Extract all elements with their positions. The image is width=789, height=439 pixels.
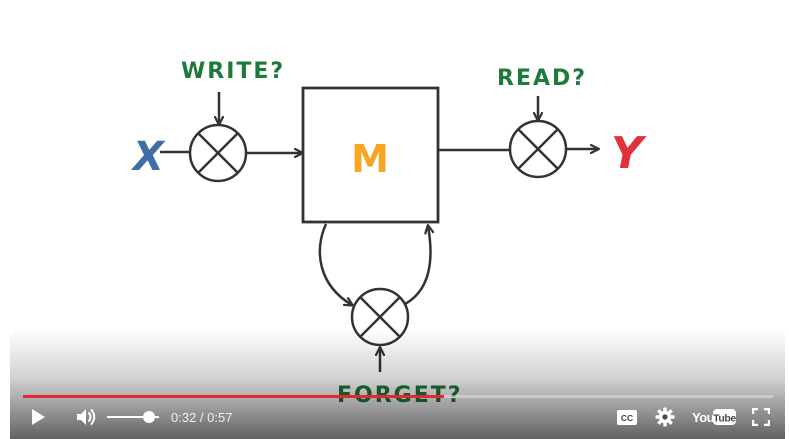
forget-loop-in [318, 223, 352, 305]
fullscreen-button[interactable] [749, 402, 773, 432]
progress-played [23, 395, 444, 398]
youtube-logo-you: You [692, 410, 715, 425]
settings-button[interactable] [653, 402, 677, 432]
captions-button[interactable]: CC [615, 402, 639, 432]
gear-icon [655, 407, 675, 427]
control-bar: 0:32 / 0:57 CC [23, 402, 773, 432]
input-label: X [130, 134, 166, 180]
progress-bar[interactable] [23, 395, 773, 398]
youtube-logo-tube: Tube [713, 413, 736, 425]
read-gate [508, 119, 568, 179]
fullscreen-icon [752, 408, 770, 426]
play-icon [32, 409, 45, 425]
memory-box [301, 86, 440, 224]
memory-label: M [351, 137, 389, 181]
volume-handle[interactable] [143, 411, 155, 423]
current-time: 0:32 [171, 409, 197, 425]
cc-icon: CC [617, 409, 637, 425]
youtube-logo: You Tube [692, 409, 736, 425]
time-separator: / [196, 409, 208, 425]
write-gate [188, 123, 248, 183]
play-button[interactable] [23, 402, 53, 432]
volume-icon [77, 409, 96, 425]
forget-gate [350, 287, 410, 347]
volume-button[interactable] [73, 402, 101, 432]
volume-slider[interactable] [107, 410, 159, 424]
output-label: Y [611, 128, 647, 179]
cc-icon-text: CC [621, 413, 633, 423]
duration: 0:57 [207, 409, 233, 425]
forget-loop-out [404, 226, 430, 306]
youtube-button[interactable]: You Tube [691, 402, 737, 432]
time-display: 0:32 / 0:57 [171, 410, 232, 425]
volume-track [107, 416, 159, 418]
read-label: READ? [497, 66, 587, 91]
write-label: WRITE? [181, 59, 285, 84]
